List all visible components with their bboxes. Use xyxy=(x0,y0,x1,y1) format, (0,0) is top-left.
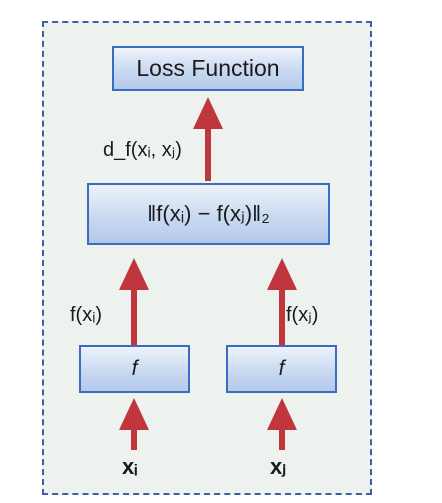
norm-distance-box: ‖f(xᵢ) − f(xⱼ)‖₂ xyxy=(87,183,330,245)
distance-label: d_f(xᵢ, xⱼ) xyxy=(103,139,182,161)
output-left-label: f(xᵢ) xyxy=(70,304,103,326)
left-f-label: f xyxy=(131,357,138,380)
input-right-label: xⱼ xyxy=(270,454,287,479)
input-left-label: xᵢ xyxy=(122,454,138,479)
right-f-box: f xyxy=(226,345,337,393)
siamese-network-frame xyxy=(42,21,372,495)
loss-function-label: Loss Function xyxy=(136,55,280,81)
loss-function-box: Loss Function xyxy=(112,46,304,91)
left-f-box: f xyxy=(79,345,190,393)
right-f-label: f xyxy=(278,357,285,380)
output-right-label: f(xⱼ) xyxy=(286,304,319,326)
norm-distance-label: ‖f(xᵢ) − f(xⱼ)‖₂ xyxy=(147,201,270,226)
